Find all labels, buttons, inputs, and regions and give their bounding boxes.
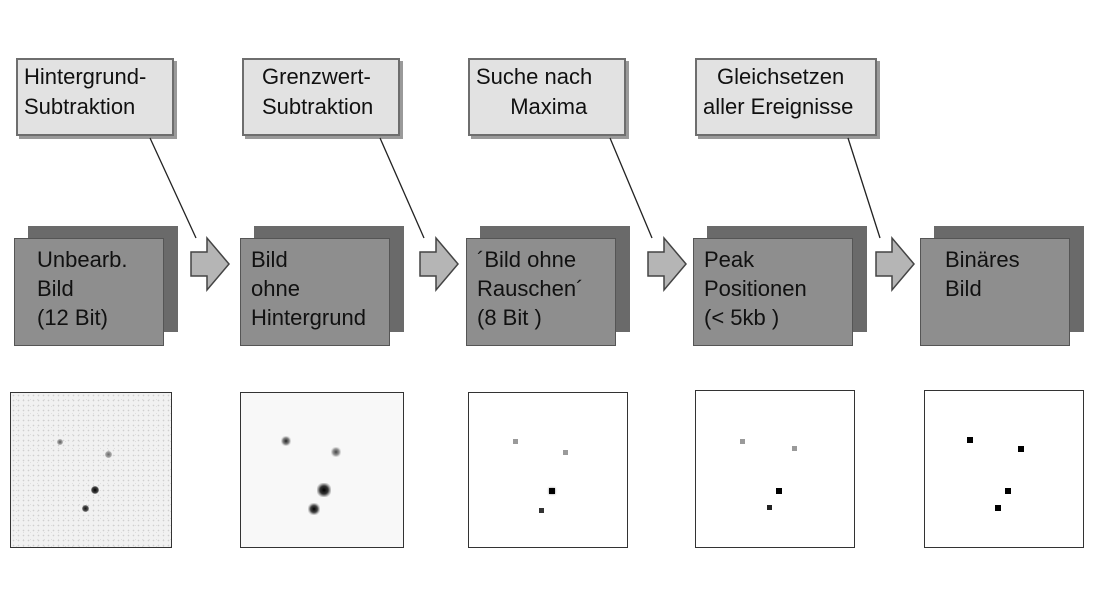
stage-line2: Rauschen´	[477, 276, 584, 301]
stage-line1: Bild	[251, 247, 288, 272]
stage-line1: ´Bild ohne	[477, 247, 577, 272]
connector-line	[609, 137, 653, 239]
stage-image-without-noise: ´Bild ohne Rauschen´ (8 Bit )	[466, 238, 616, 346]
thumbnail-raw-image	[10, 392, 172, 548]
flow-arrow-icon	[419, 235, 459, 293]
stage-image-without-background: Bild ohne Hintergrund	[240, 238, 390, 346]
spot	[281, 436, 291, 446]
spot	[317, 483, 331, 497]
operation-label-line1: Suche nach	[476, 64, 593, 89]
stage-raw-image: Unbearb. Bild (12 Bit)	[14, 238, 164, 346]
stage-line1: Peak	[704, 247, 755, 272]
connector-line	[847, 137, 881, 239]
spot	[563, 450, 568, 455]
connector-line	[379, 137, 425, 239]
thumbnail-binary-image	[924, 390, 1084, 548]
operation-label-line2: aller Ereignisse	[703, 94, 854, 119]
operation-label-threshold-subtraction: Grenzwert- Subtraktion	[242, 58, 400, 136]
operation-label-line1: Grenzwert-	[262, 64, 371, 89]
spot	[967, 437, 973, 443]
spot	[740, 439, 745, 444]
stage-line2: Bild	[945, 276, 982, 301]
stage-line3: (8 Bit )	[477, 305, 542, 330]
spot	[995, 505, 1001, 511]
operation-label-line2: Subtraktion	[262, 94, 374, 119]
flow-arrow-icon	[647, 235, 687, 293]
connector-line	[149, 137, 197, 239]
spot	[767, 505, 772, 510]
operation-label-equalize-events: Gleichsetzen aller Ereignisse	[695, 58, 877, 136]
spot	[57, 439, 63, 445]
operation-label-line1: Gleichsetzen	[717, 64, 845, 89]
spot	[1005, 488, 1011, 494]
spot	[513, 439, 518, 444]
spot	[105, 451, 112, 458]
spot	[776, 488, 782, 494]
spot	[539, 508, 544, 513]
spot	[331, 447, 341, 457]
thumbnail-peak-positions	[695, 390, 855, 548]
stage-line3: Hintergrund	[251, 305, 366, 330]
spot	[792, 446, 797, 451]
stage-line2: Bild	[37, 276, 74, 301]
flow-arrow-icon	[875, 235, 915, 293]
spot	[91, 486, 99, 494]
spot	[82, 505, 89, 512]
flow-arrow-icon	[190, 235, 230, 293]
operation-label-line1: Hintergrund-	[24, 64, 147, 89]
spot	[308, 503, 320, 515]
operation-label-line2: Subtraktion	[24, 94, 136, 119]
operation-label-background-subtraction: Hintergrund- Subtraktion	[16, 58, 174, 136]
spot	[1018, 446, 1024, 452]
stage-line2: ohne	[251, 276, 300, 301]
operation-label-maxima-search: Suche nach Maxima	[468, 58, 626, 136]
spot	[549, 488, 555, 494]
thumbnail-without-noise	[468, 392, 628, 548]
stage-line3: (12 Bit)	[37, 305, 108, 330]
stage-peak-positions: Peak Positionen (< 5kb )	[693, 238, 853, 346]
stage-line1: Unbearb.	[37, 247, 128, 272]
operation-label-line2: Maxima	[498, 94, 588, 119]
stage-binary-image: Binäres Bild	[920, 238, 1070, 346]
thumbnail-without-background	[240, 392, 404, 548]
stage-line2: Positionen	[704, 276, 807, 301]
stage-line1: Binäres	[945, 247, 1020, 272]
stage-line3: (< 5kb )	[704, 305, 780, 330]
